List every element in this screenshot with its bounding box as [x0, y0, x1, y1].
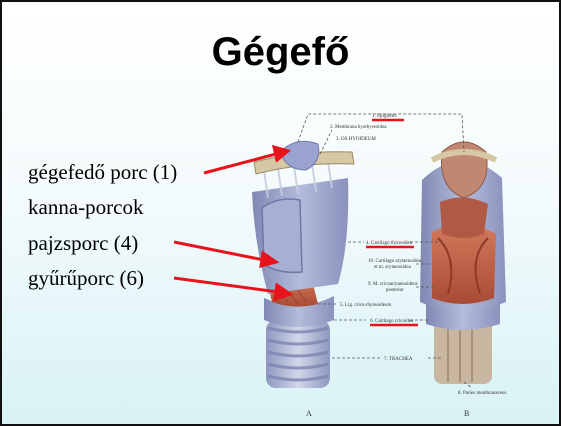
fig-label-epiglottis: 1. Epiglottis	[372, 114, 397, 119]
fig-label-cricoarytaenoideus-b: posterior	[386, 288, 404, 293]
red-underlines	[366, 120, 418, 325]
fig-label-cricoidea: 6. Cartilago cricoidea	[370, 319, 414, 324]
fig-label-thyreoidea: 4. Cartilago thyreoidea	[366, 241, 413, 246]
fig-label-arytaenoidea: 10. Cartilago arytaenoidea	[368, 259, 422, 264]
fig-label-membrana: 2. Membrana hyothyreoidea	[330, 125, 387, 130]
fig-label-hyoid: 3. OS HYOIDEUM	[336, 137, 376, 142]
fig-label-arytaenoidea-b: et m. arytaenoidea	[374, 265, 412, 270]
fig-label-trachea: 7. TRACHEA	[384, 357, 413, 362]
fig-label-view-a: A	[306, 409, 312, 418]
fig-label-lig-crico: 5. Lig. crico-thyreoideum	[340, 303, 391, 308]
fig-label-paries: 8. Paries membranaceus	[458, 391, 507, 396]
fig-label-view-b: B	[464, 409, 469, 418]
larynx-posterior	[420, 142, 506, 384]
fig-label-cricoarytaenoideus: 9. M. cricoarytaenoideus	[368, 282, 418, 287]
